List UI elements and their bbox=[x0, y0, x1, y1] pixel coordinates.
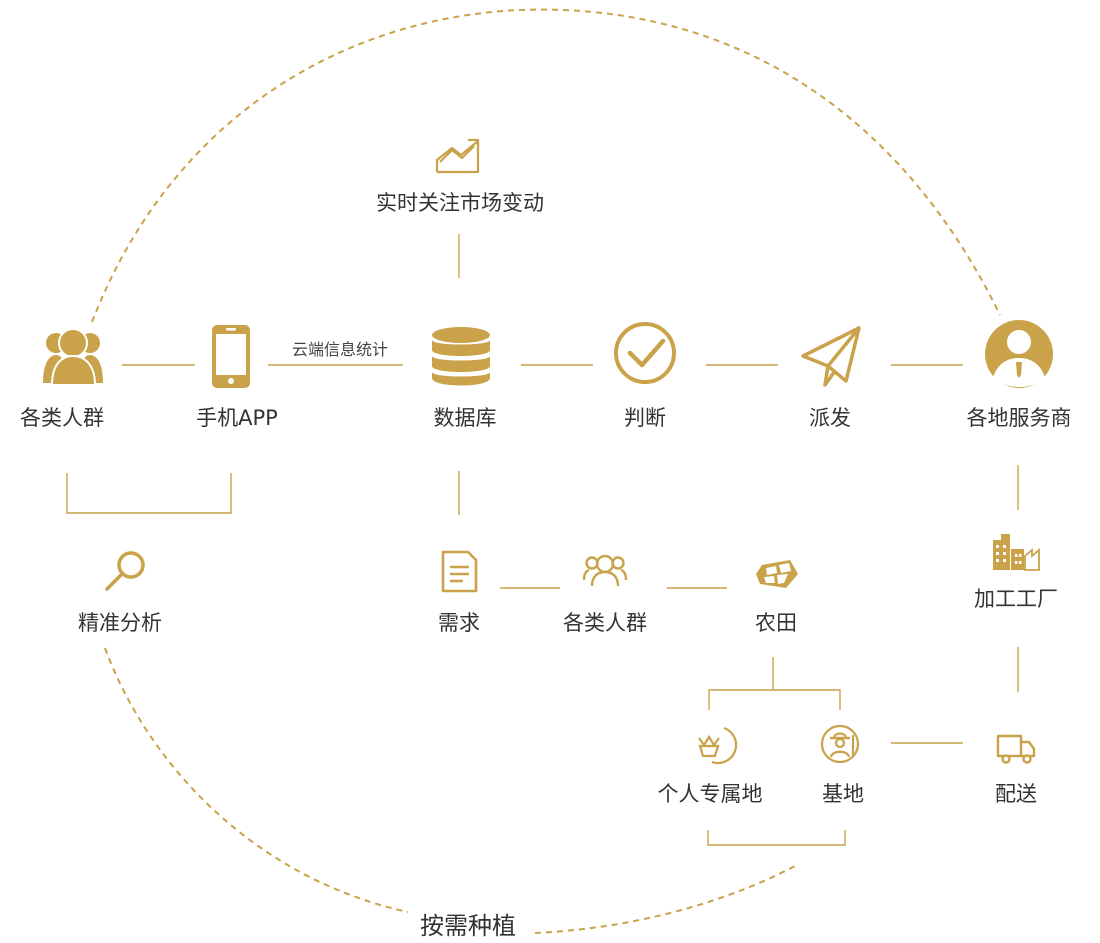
farmer-icon bbox=[820, 724, 860, 764]
people-label: 各类人群 bbox=[20, 406, 104, 430]
footer-title: 按需种植 bbox=[420, 912, 516, 940]
crown-basket-icon bbox=[698, 726, 738, 765]
dispatch-label: 派发 bbox=[809, 406, 851, 430]
magnifier-icon bbox=[105, 551, 145, 591]
personal-label: 个人专属地 bbox=[657, 782, 763, 806]
factory-label: 加工工厂 bbox=[974, 587, 1058, 611]
trend-chart-icon bbox=[435, 138, 480, 174]
provider-label: 各地服务商 bbox=[966, 406, 1072, 430]
dashed-arc-bottom-left bbox=[104, 647, 409, 913]
dashed-arc-bottom-right bbox=[534, 865, 796, 934]
farmland-icon bbox=[756, 560, 798, 588]
connector-lines bbox=[66, 234, 1019, 846]
judge-label: 判断 bbox=[624, 406, 666, 430]
paper-plane-icon bbox=[801, 326, 861, 387]
cloud-stats-label: 云端信息统计 bbox=[291, 340, 389, 359]
database-label: 数据库 bbox=[433, 406, 497, 430]
factory-buildings-icon bbox=[993, 534, 1040, 571]
people-group-icon bbox=[43, 328, 103, 386]
delivery-label: 配送 bbox=[995, 782, 1037, 806]
app-label: 手机APP bbox=[196, 406, 278, 430]
smartphone-icon bbox=[212, 325, 250, 388]
dashed-arc-top bbox=[91, 8, 1001, 323]
people-outline-icon bbox=[582, 554, 628, 587]
demand-label: 需求 bbox=[438, 611, 480, 635]
analysis-label: 精准分析 bbox=[78, 611, 162, 635]
document-icon bbox=[441, 550, 478, 593]
businessman-avatar-icon bbox=[985, 320, 1053, 388]
database-icon bbox=[432, 327, 490, 386]
check-circle-icon bbox=[614, 322, 676, 384]
farmland-label: 农田 bbox=[755, 611, 797, 635]
base-label: 基地 bbox=[822, 782, 864, 806]
market-label: 实时关注市场变动 bbox=[376, 191, 544, 215]
delivery-truck-icon bbox=[996, 734, 1036, 764]
people2-label: 各类人群 bbox=[563, 611, 647, 635]
